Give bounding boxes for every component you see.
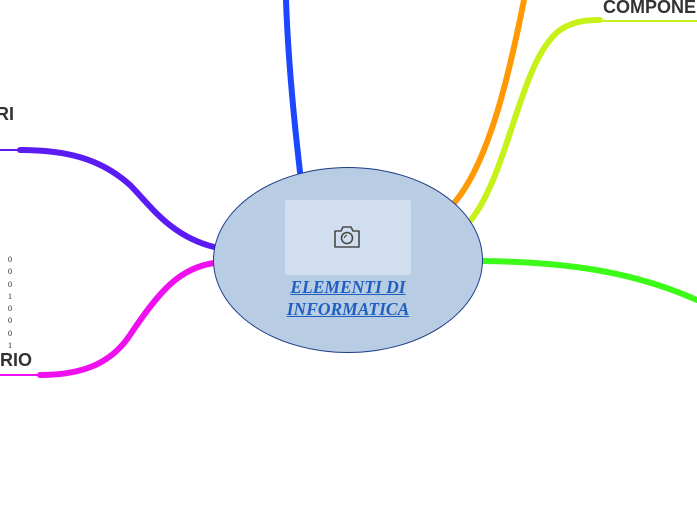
binary-digit: 0 [8, 255, 12, 264]
binary-digit: 0 [8, 267, 12, 277]
branch-top-right[interactable] [452, 0, 527, 205]
binary-digit: 1 [8, 291, 12, 301]
branch-label-left-bottom[interactable]: RIO [0, 350, 33, 370]
central-topic-title-line-2: INFORMATICA [286, 299, 410, 319]
branch-label-right-top[interactable]: COMPONE [603, 0, 697, 17]
binary-digit: 1 [8, 341, 12, 351]
binary-digit: 0 [8, 316, 12, 326]
binary-digit: 0 [8, 328, 12, 338]
branch-left-bottom[interactable] [37, 260, 217, 378]
binary-digits-image: 0 0 0 1 0 0 0 1 [6, 254, 14, 352]
camera-icon [334, 226, 360, 248]
central-topic-title-line-1: ELEMENTI DI [290, 277, 406, 297]
branch-right[interactable] [480, 258, 697, 303]
image-placeholder[interactable] [285, 200, 411, 275]
central-topic-title: ELEMENTI DI INFORMATICA [258, 276, 438, 320]
branch-label-left-top[interactable]: RI [0, 104, 14, 124]
binary-digit: 0 [8, 279, 12, 289]
branch-left-top[interactable] [17, 147, 217, 250]
binary-digit: 0 [8, 304, 12, 314]
central-topic-node[interactable] [213, 167, 483, 353]
branch-right-top[interactable] [468, 17, 603, 223]
branch-top[interactable] [283, 0, 303, 175]
